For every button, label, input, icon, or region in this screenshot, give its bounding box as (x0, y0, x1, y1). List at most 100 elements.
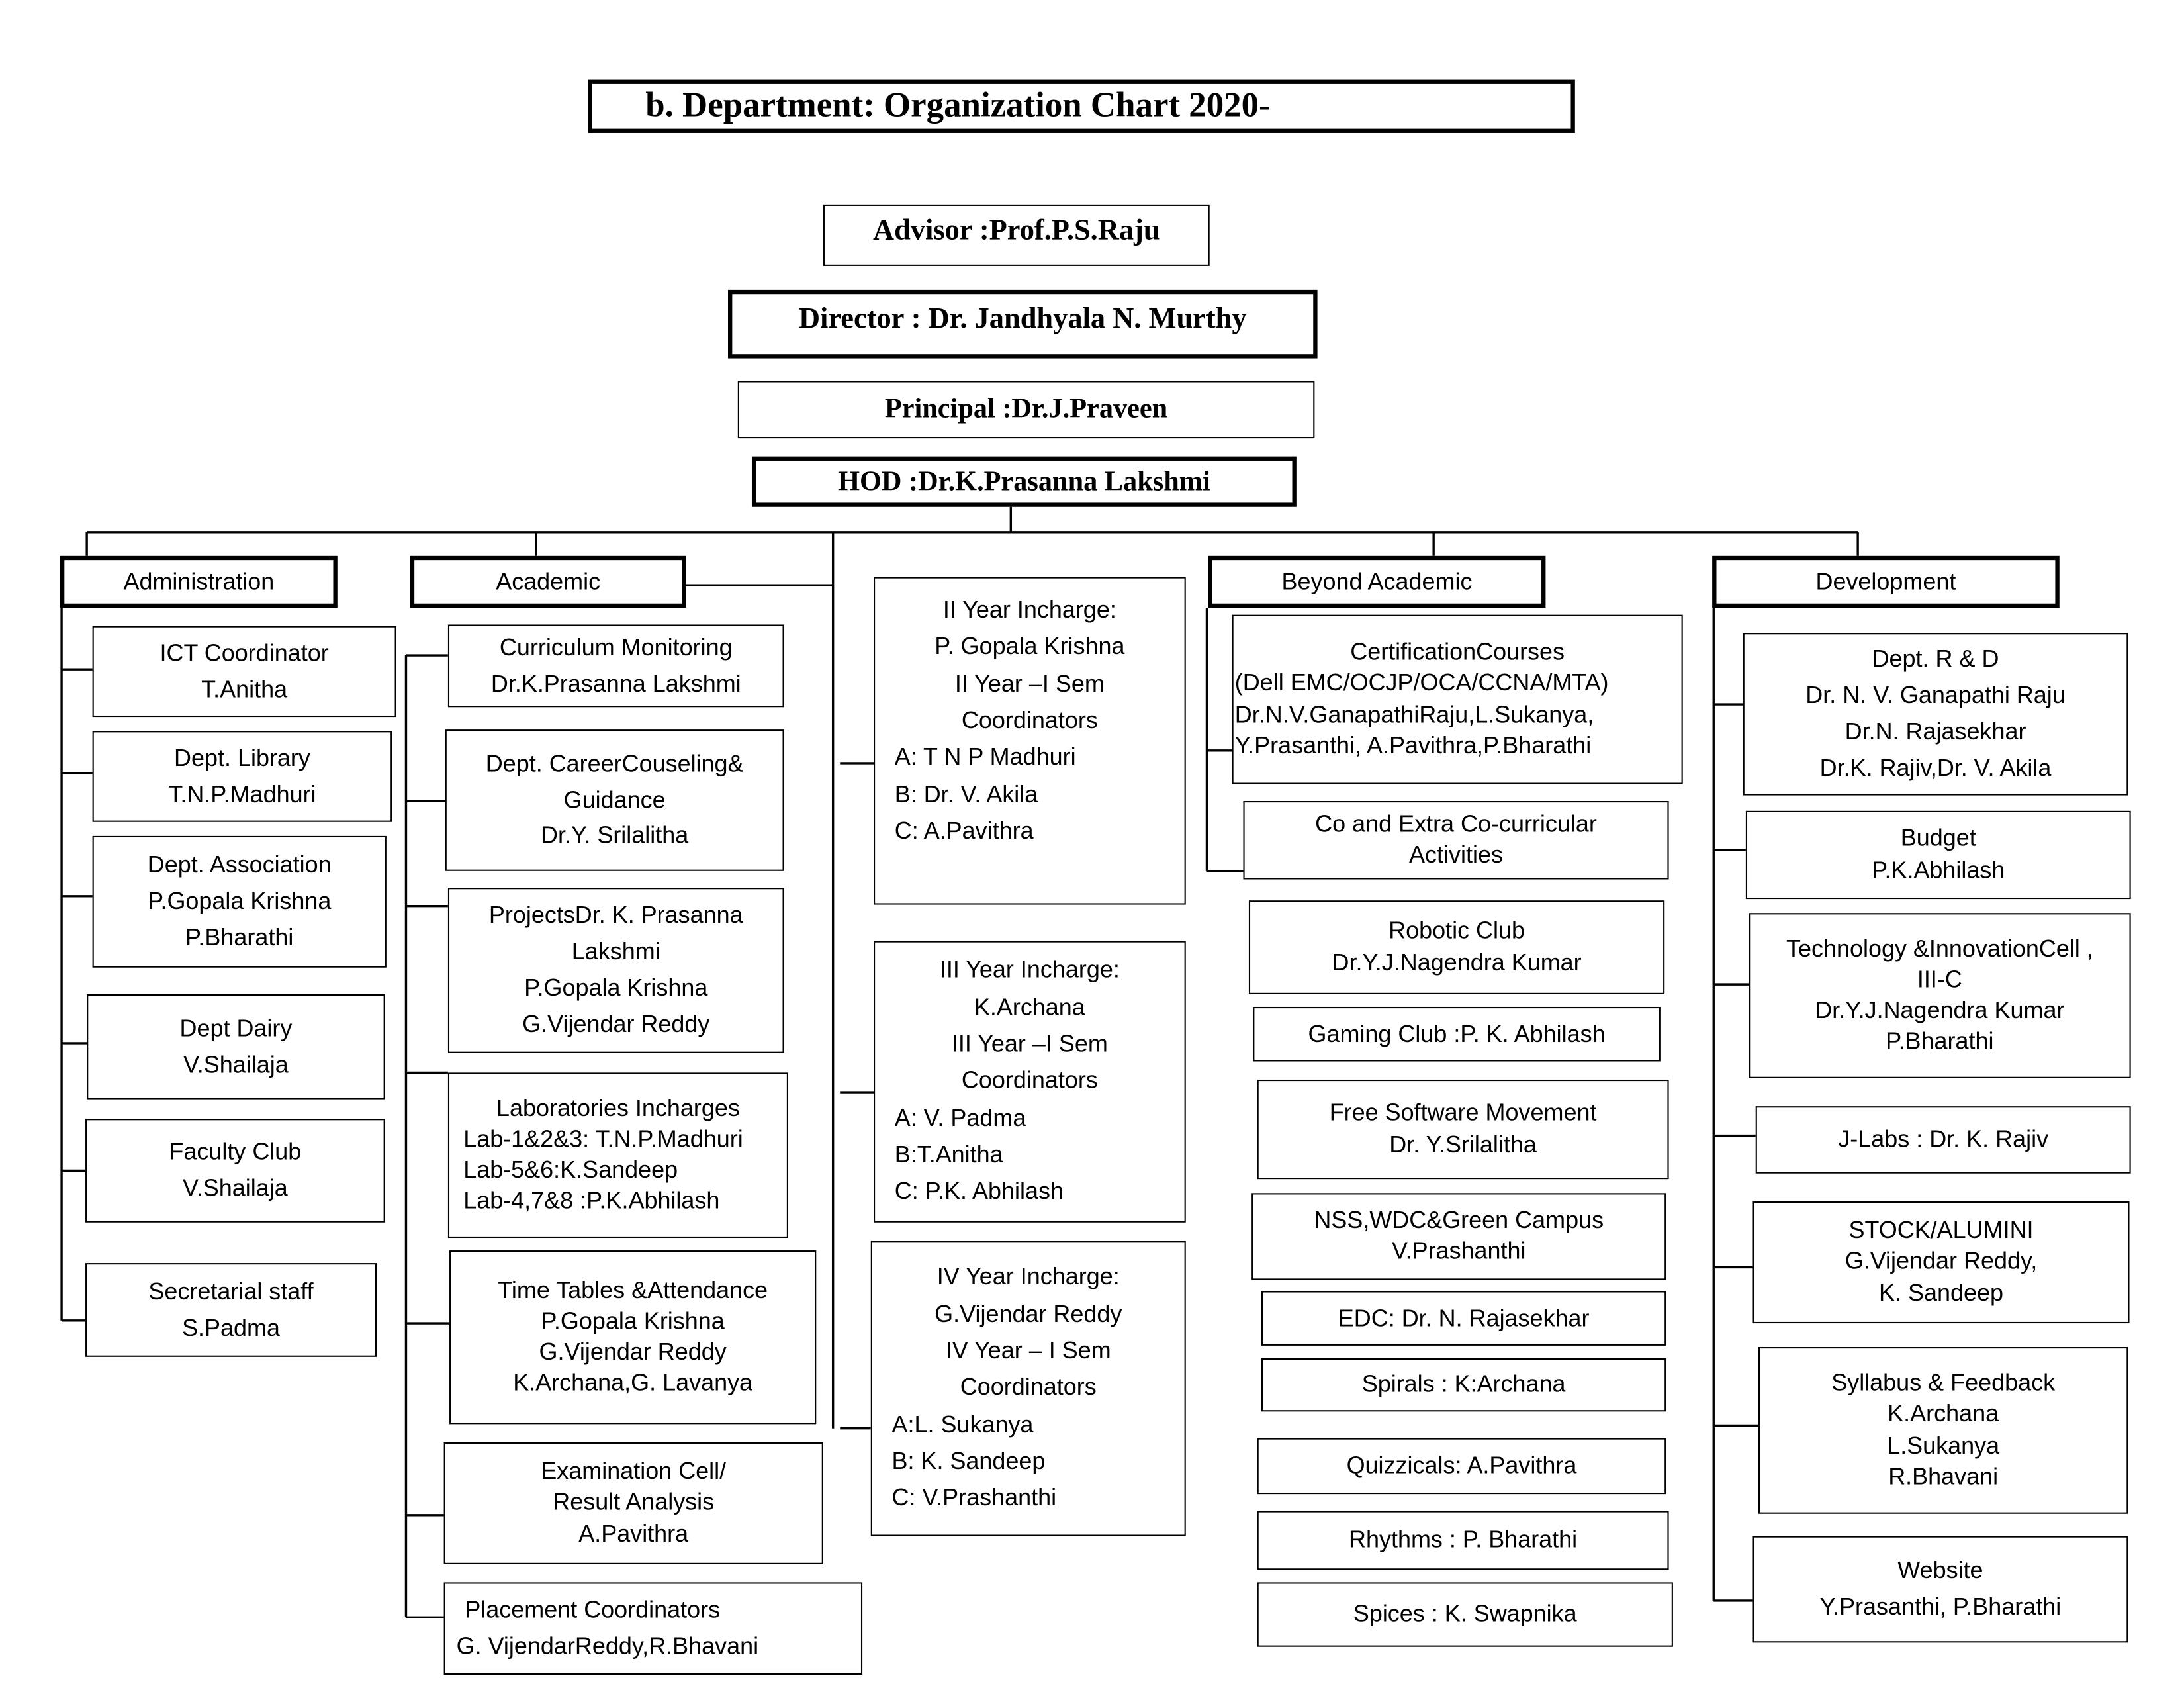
box-line: K.Archana (974, 994, 1085, 1021)
box-line: Secretarial staff (148, 1278, 314, 1305)
box-line: Y.Prasanthi, A.Pavithra,P.Bharathi (1234, 731, 1592, 759)
box-line: P.K.Abhilash (1872, 856, 2005, 883)
box-line: III Year –I Sem (951, 1030, 1108, 1058)
box-line: Dr.N.V.GanapathiRaju,L.Sukanya, (1234, 700, 1594, 727)
beyond-box-gaming: Gaming Club :P. K. Abhilash (1253, 1006, 1661, 1062)
box-line: A:L. Sukanya (891, 1411, 1034, 1438)
box-line: Coordinators (961, 707, 1098, 734)
box-line: K.Archana,G. Lavanya (513, 1370, 753, 1397)
box-line: P.Bharathi (1886, 1027, 1994, 1055)
box-line: Dr.K.Prasanna Lakshmi (490, 670, 741, 697)
box-line: Dept. CareerCouseling& (485, 750, 744, 777)
box-line: ICT Coordinator (159, 639, 329, 667)
box-line: P.Gopala Krishna (541, 1307, 725, 1335)
box-line: III Year Incharge: (939, 957, 1120, 984)
beyond-box-spices: Spices : K. Swapnika (1257, 1582, 1673, 1647)
box-line: NSS,WDC&Green Campus (1314, 1207, 1604, 1234)
academic-box-placement: Placement Coordinators G. VijendarReddy,R… (443, 1582, 863, 1675)
box-line: R.Bhavani (1888, 1462, 1999, 1489)
header-development: Development (1712, 555, 2060, 608)
box-line: Lab-5&6:K.Sandeep (463, 1156, 678, 1184)
box-line: Co and Extra Co-curricular (1315, 810, 1597, 837)
box-line: B: Dr. V. Akila (894, 780, 1038, 808)
box-line: STOCK/ALUMINI (1848, 1217, 2034, 1244)
box-line: C: P.K. Abhilash (894, 1178, 1064, 1205)
box-line: Result Analysis (553, 1489, 715, 1516)
box-line: T.Anitha (201, 675, 288, 702)
box-line: C: A.Pavithra (894, 818, 1034, 845)
box-line: IV Year Incharge: (936, 1263, 1120, 1290)
beyond-box-edc: EDC: Dr. N. Rajasekhar (1261, 1291, 1666, 1346)
box-line: A: V. Padma (894, 1104, 1026, 1131)
box-line: Dept Dairy (179, 1014, 293, 1042)
box-line: Guidance (563, 786, 666, 814)
box-line: Gaming Club :P. K. Abhilash (1308, 1020, 1606, 1047)
box-line: Dept. Library (174, 744, 310, 771)
box-line: Placement Coordinators (465, 1596, 721, 1624)
box-line: P. Gopala Krishna (934, 633, 1125, 661)
hod-box: HOD :Dr.K.Prasanna Lakshmi (751, 456, 1297, 507)
header-beyond-academic: Beyond Academic (1208, 555, 1546, 608)
box-line: T.N.P.Madhuri (168, 780, 316, 808)
header-administration: Administration (60, 555, 338, 608)
box-line: Lakshmi (571, 938, 660, 965)
box-line: A: T N P Madhuri (894, 744, 1076, 771)
box-line: S.Padma (182, 1314, 281, 1341)
box-line: Technology &InnovationCell , (1786, 935, 2093, 962)
box-line: CertificationCourses (1350, 639, 1565, 666)
box-line: Curriculum Monitoring (499, 633, 733, 661)
box-line: EDC: Dr. N. Rajasekhar (1338, 1304, 1590, 1331)
box-line: A.Pavithra (578, 1520, 689, 1547)
box-line: Spirals : K:Archana (1361, 1371, 1566, 1398)
box-line: L.Sukanya (1887, 1431, 2000, 1459)
box-line: V.Shailaja (183, 1051, 289, 1078)
box-line: G.Vijendar Reddy (522, 1010, 710, 1038)
box-line: K. Sandeep (1878, 1279, 2003, 1306)
beyond-box-quizzicals: Quizzicals: A.Pavithra (1257, 1438, 1666, 1495)
box-line: K.Archana (1888, 1401, 1999, 1428)
box-line: P.Gopala Krishna (524, 974, 708, 1002)
box-line: P.Bharathi (185, 923, 294, 951)
box-line: (Dell EMC/OCJP/OCA/CCNA/MTA) (1234, 670, 1609, 697)
box-line: B:T.Anitha (894, 1141, 1003, 1168)
box-line: Free Software Movement (1329, 1100, 1597, 1127)
principal-box: Principal :Dr.J.Praveen (737, 381, 1315, 439)
box-line: Spices : K. Swapnika (1353, 1601, 1577, 1628)
beyond-box-rhythms: Rhythms : P. Bharathi (1257, 1511, 1669, 1570)
box-line: J-Labs : Dr. K. Rajiv (1838, 1125, 2049, 1153)
box-line: Coordinators (961, 1067, 1098, 1094)
box-line: Dept. Association (147, 851, 332, 878)
chart-title: b. Department: Organization Chart 2020- (588, 79, 1575, 133)
box-line: Website (1897, 1557, 1983, 1584)
box-line: G.Vijendar Reddy (934, 1300, 1122, 1327)
box-line: G.Vijendar Reddy (539, 1338, 727, 1366)
box-line: ProjectsDr. K. Prasanna (488, 902, 743, 929)
box-line: V.Shailaja (183, 1174, 288, 1202)
box-line: Laboratories Incharges (496, 1094, 740, 1122)
box-line: V.Prashanthi (1391, 1238, 1526, 1265)
box-line: G. VijendarReddy,R.Bhavani (456, 1632, 759, 1660)
box-line: B: K. Sandeep (891, 1448, 1046, 1475)
